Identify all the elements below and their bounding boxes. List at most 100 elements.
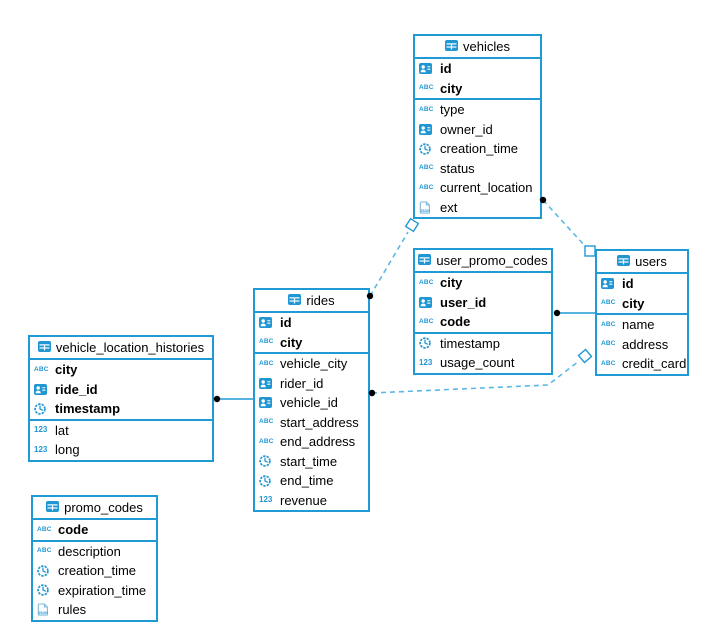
column-name: usage_count bbox=[440, 355, 515, 371]
column-row-city[interactable]: ABC city bbox=[597, 294, 687, 314]
column-name: city bbox=[440, 80, 463, 96]
relationship-endpoint-diamond bbox=[404, 217, 420, 233]
column-row-timestamp[interactable]: timestamp bbox=[415, 334, 551, 354]
table-title: rides bbox=[306, 293, 335, 308]
column-row-current-location[interactable]: ABC current_location bbox=[415, 178, 540, 198]
column-name: expiration_time bbox=[58, 582, 147, 598]
json-type-icon: JSON bbox=[419, 201, 435, 214]
column-name: address bbox=[622, 336, 669, 352]
column-row-vehicle-id[interactable]: vehicle_id bbox=[255, 393, 368, 413]
table-users[interactable]: users id ABC city ABC name ABC address A… bbox=[595, 249, 689, 376]
table-promo-codes[interactable]: promo_codes ABC code ABC description cre… bbox=[31, 495, 158, 622]
table-header-vehicle-location-histories[interactable]: vehicle_location_histories bbox=[30, 337, 212, 360]
column-row-expiration-time[interactable]: expiration_time bbox=[33, 581, 156, 601]
text-type-icon: ABC bbox=[601, 299, 616, 306]
text-type-icon: ABC bbox=[601, 320, 616, 328]
column-name: rules bbox=[58, 602, 87, 618]
table-user-promo-codes[interactable]: user_promo_codes ABC city user_id ABC co… bbox=[413, 248, 553, 375]
column-row-end-time[interactable]: end_time bbox=[255, 471, 368, 491]
relationship-vehicles-users[interactable] bbox=[542, 199, 586, 247]
column-name: id bbox=[440, 61, 452, 77]
column-row-creation-time[interactable]: creation_time bbox=[415, 139, 540, 159]
column-row-start-time[interactable]: start_time bbox=[255, 452, 368, 472]
table-title: promo_codes bbox=[64, 500, 143, 515]
column-row-rider-id[interactable]: rider_id bbox=[255, 374, 368, 394]
column-name: timestamp bbox=[55, 401, 121, 417]
column-row-city[interactable]: ABC city bbox=[415, 79, 540, 99]
column-name: id bbox=[622, 276, 634, 292]
column-row-start-address[interactable]: ABC start_address bbox=[255, 413, 368, 433]
clock-icon bbox=[259, 474, 275, 487]
column-row-owner-id[interactable]: owner_id bbox=[415, 120, 540, 140]
column-row-timestamp[interactable]: timestamp bbox=[30, 399, 212, 419]
column-row-city[interactable]: ABC city bbox=[415, 273, 551, 293]
text-type-icon: ABC bbox=[419, 183, 434, 191]
column-row-lat[interactable]: 123 lat bbox=[30, 421, 212, 441]
column-name: id bbox=[280, 315, 292, 331]
column-row-city[interactable]: ABC city bbox=[255, 333, 368, 353]
column-row-id[interactable]: id bbox=[255, 313, 368, 333]
column-name: vehicle_id bbox=[280, 395, 338, 411]
column-row-id[interactable]: id bbox=[597, 274, 687, 294]
column-row-id[interactable]: id bbox=[415, 59, 540, 79]
text-type-icon: ABC bbox=[259, 338, 274, 345]
table-header-vehicles[interactable]: vehicles bbox=[415, 36, 540, 59]
column-row-name[interactable]: ABC name bbox=[597, 315, 687, 335]
column-name: lat bbox=[55, 422, 69, 438]
column-row-credit-card[interactable]: ABC credit_card bbox=[597, 354, 687, 374]
table-header-user-promo-codes[interactable]: user_promo_codes bbox=[415, 250, 551, 273]
column-row-usage-count[interactable]: 123 usage_count bbox=[415, 353, 551, 373]
number-type-icon: 123 bbox=[34, 425, 48, 435]
table-vehicle-location-histories[interactable]: vehicle_location_histories ABC city ride… bbox=[28, 335, 214, 462]
column-name: vehicle_city bbox=[280, 356, 348, 372]
column-row-description[interactable]: ABC description bbox=[33, 542, 156, 562]
column-row-type[interactable]: ABC type bbox=[415, 100, 540, 120]
column-row-revenue[interactable]: 123 revenue bbox=[255, 491, 368, 511]
table-header-users[interactable]: users bbox=[597, 251, 687, 274]
id-badge-icon bbox=[419, 123, 435, 135]
text-type-icon: ABC bbox=[601, 340, 616, 347]
column-name: creation_time bbox=[58, 563, 137, 579]
column-row-code[interactable]: ABC code bbox=[33, 520, 156, 540]
column-name: current_location bbox=[440, 180, 533, 196]
table-vehicles[interactable]: vehicles id ABC city ABC type owner_id bbox=[413, 34, 542, 219]
table-icon bbox=[418, 253, 432, 268]
table-header-promo-codes[interactable]: promo_codes bbox=[33, 497, 156, 520]
text-type-icon: ABC bbox=[419, 317, 434, 325]
column-row-city[interactable]: ABC city bbox=[30, 360, 212, 380]
table-icon bbox=[288, 293, 302, 308]
table-rides[interactable]: rides id ABC city ABC vehicle_city rider… bbox=[253, 288, 370, 512]
column-row-long[interactable]: 123 long bbox=[30, 440, 212, 460]
json-type-icon: JSON bbox=[37, 603, 53, 616]
table-icon bbox=[617, 254, 631, 269]
column-row-code[interactable]: ABC code bbox=[415, 312, 551, 332]
column-name: city bbox=[622, 295, 645, 311]
column-name: code bbox=[58, 522, 89, 538]
column-name: description bbox=[58, 543, 121, 559]
number-type-icon: 123 bbox=[259, 495, 273, 505]
relationship-rides-vehicles[interactable] bbox=[369, 231, 409, 297]
relationship-endpoint-dot bbox=[213, 395, 221, 403]
column-row-vehicle-city[interactable]: ABC vehicle_city bbox=[255, 354, 368, 374]
column-row-creation-time[interactable]: creation_time bbox=[33, 561, 156, 581]
table-header-rides[interactable]: rides bbox=[255, 290, 368, 313]
text-type-icon: ABC bbox=[37, 547, 52, 554]
column-name: status bbox=[440, 160, 475, 176]
column-row-rules[interactable]: JSON rules bbox=[33, 600, 156, 620]
id-badge-icon bbox=[601, 278, 617, 290]
column-row-status[interactable]: ABC status bbox=[415, 159, 540, 179]
clock-icon bbox=[37, 564, 53, 577]
column-row-user-id[interactable]: user_id bbox=[415, 293, 551, 313]
column-row-ext[interactable]: JSON ext bbox=[415, 198, 540, 218]
clock-icon bbox=[419, 142, 435, 155]
svg-text:JSON: JSON bbox=[38, 611, 48, 615]
column-row-end-address[interactable]: ABC end_address bbox=[255, 432, 368, 452]
column-row-ride-id[interactable]: ride_id bbox=[30, 380, 212, 400]
id-badge-icon bbox=[34, 383, 50, 395]
relationship-endpoint-dot bbox=[553, 309, 561, 317]
column-row-address[interactable]: ABC address bbox=[597, 335, 687, 355]
id-badge-icon bbox=[419, 63, 435, 75]
column-name: long bbox=[55, 442, 80, 458]
column-name: name bbox=[622, 317, 655, 333]
